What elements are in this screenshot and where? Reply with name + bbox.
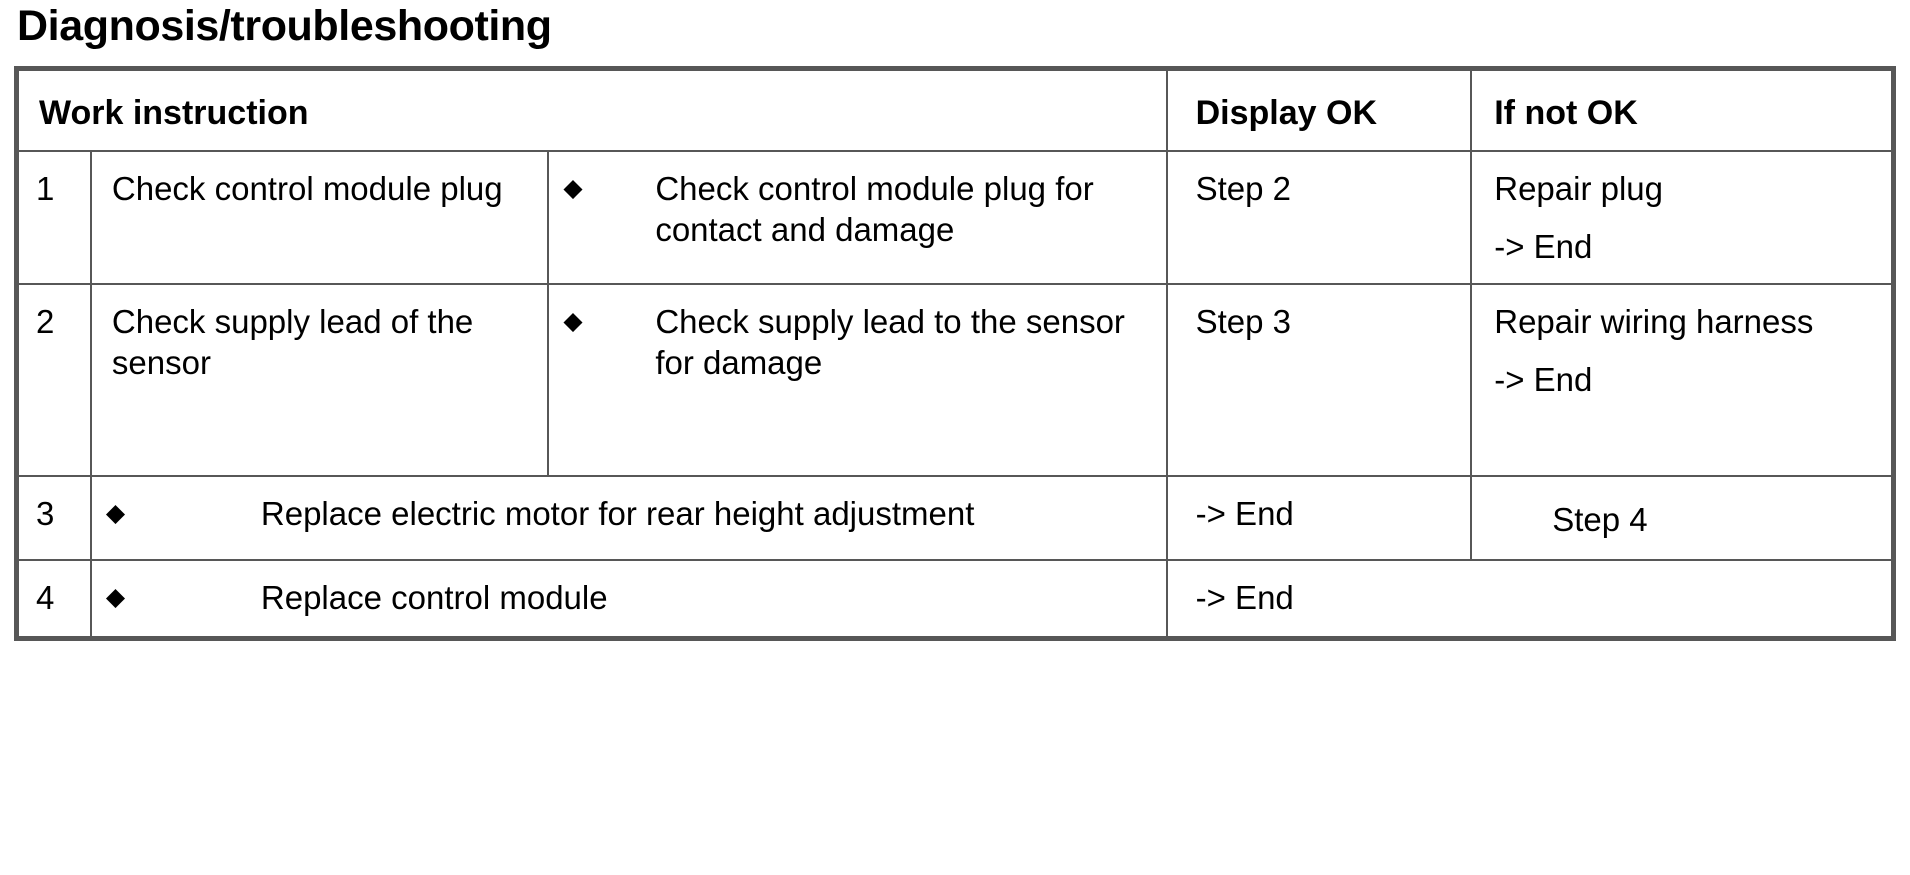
- row-3-number-cell: 3: [13, 475, 92, 561]
- row-4-display-ok-text: -> End: [1195, 579, 1294, 616]
- row-1-if-not-ok-end: -> End: [1494, 228, 1593, 265]
- row-1-display-ok-cell: Step 2: [1165, 150, 1473, 285]
- row-2-display-ok-cell: Step 3: [1165, 283, 1473, 477]
- row-4-detail-cell: ◆ Replace control module: [89, 559, 1168, 641]
- diagnosis-table: Work instruction Display OK If not OK 1: [13, 66, 1897, 641]
- row-2-detail-list: ◆ Check supply lead to the sensor for da…: [549, 285, 1165, 399]
- header-cell-if-not-ok: If not OK: [1470, 66, 1897, 152]
- row-4-detail-text: Replace control module: [260, 579, 608, 616]
- row-3-if-not-ok-cell: Step 4: [1470, 475, 1897, 561]
- row-3-display-ok-cell: -> End: [1165, 475, 1473, 561]
- header-cell-display-ok: Display OK: [1165, 66, 1473, 152]
- row-3-detail-cell: ◆ Replace electric motor for rear height…: [89, 475, 1168, 561]
- row-1-number-cell: 1: [13, 150, 92, 285]
- row-2-if-not-ok-block: Repair wiring harness -> End: [1472, 285, 1891, 416]
- row-2-task-cell: Check supply lead of the sensor: [89, 283, 550, 477]
- row-4-display-ok-cell: -> End: [1165, 559, 1896, 641]
- row-1-detail-text: Check control module plug for contact an…: [655, 170, 1094, 248]
- row-3-if-not-ok-text: Step 4: [1552, 501, 1648, 538]
- row-2-if-not-ok-end: -> End: [1494, 361, 1593, 398]
- header-cell-work-instruction: Work instruction: [13, 66, 1168, 152]
- list-item: ◆ Replace control module: [106, 577, 1148, 618]
- row-2-detail-text: Check supply lead to the sensor for dama…: [655, 303, 1125, 381]
- diamond-bullet-icon: ◆: [105, 499, 126, 527]
- row-1-if-not-ok-cell: Repair plug -> End: [1470, 150, 1897, 285]
- header-label-work-instruction: Work instruction: [39, 94, 309, 132]
- row-2-task-text: Check supply lead of the sensor: [111, 303, 474, 381]
- diamond-bullet-icon: ◆: [105, 583, 126, 611]
- table-header-row: Work instruction Display OK If not OK: [13, 66, 1897, 152]
- row-1-step-number: 1: [36, 170, 55, 207]
- row-4-step-number: 4: [36, 579, 55, 616]
- diagnosis-table-wrapper: Work instruction Display OK If not OK 1: [13, 66, 1897, 641]
- row-1-if-not-ok-action: Repair plug: [1494, 170, 1664, 207]
- table-row: 1 Check control module plug ◆ Check cont…: [13, 150, 1897, 285]
- row-1-detail-list: ◆ Check control module plug for contact …: [549, 152, 1165, 266]
- header-label-if-not-ok: If not OK: [1494, 94, 1638, 132]
- row-2-number-cell: 2: [13, 283, 92, 477]
- row-3-step-number: 3: [36, 495, 55, 532]
- list-item: ◆ Check control module plug for contact …: [563, 168, 1157, 250]
- row-2-detail-cell: ◆ Check supply lead to the sensor for da…: [547, 283, 1168, 477]
- page-title: Diagnosis/troubleshooting: [17, 2, 552, 50]
- row-1-task-cell: Check control module plug: [89, 150, 550, 285]
- row-4-number-cell: 4: [13, 559, 92, 641]
- table-row: 3 ◆ Replace electric motor for rear heig…: [13, 475, 1897, 561]
- list-item: ◆ Check supply lead to the sensor for da…: [563, 301, 1157, 383]
- table-row: 4 ◆ Replace control module -> End: [13, 559, 1896, 641]
- row-1-task-text: Check control module plug: [111, 170, 503, 207]
- row-3-detail-list: ◆ Replace electric motor for rear height…: [92, 477, 1166, 550]
- row-2-display-ok-text: Step 3: [1195, 303, 1292, 340]
- table-row: 2 Check supply lead of the sensor ◆ Chec…: [13, 283, 1897, 477]
- row-2-step-number: 2: [36, 303, 55, 340]
- diamond-bullet-icon: ◆: [563, 307, 583, 335]
- row-1-display-ok-text: Step 2: [1195, 170, 1292, 207]
- row-3-display-ok-text: -> End: [1195, 495, 1294, 532]
- diamond-bullet-icon: ◆: [563, 174, 583, 202]
- row-4-detail-list: ◆ Replace control module: [92, 561, 1166, 634]
- row-1-if-not-ok-block: Repair plug -> End: [1472, 152, 1891, 283]
- row-3-detail-text: Replace electric motor for rear height a…: [260, 495, 975, 532]
- header-label-display-ok: Display OK: [1195, 94, 1378, 132]
- row-1-detail-cell: ◆ Check control module plug for contact …: [547, 150, 1168, 285]
- row-2-if-not-ok-cell: Repair wiring harness -> End: [1470, 283, 1897, 477]
- list-item: ◆ Replace electric motor for rear height…: [106, 493, 1148, 534]
- row-2-if-not-ok-action: Repair wiring harness: [1494, 303, 1814, 340]
